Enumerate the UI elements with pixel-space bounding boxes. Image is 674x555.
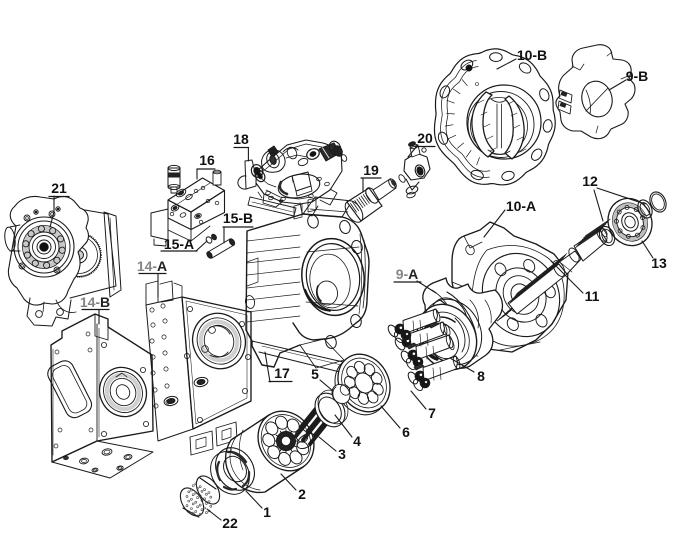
svg-text:21: 21 xyxy=(51,180,67,196)
svg-text:6: 6 xyxy=(402,424,410,440)
svg-text:1: 1 xyxy=(263,504,271,520)
svg-text:2: 2 xyxy=(298,486,306,502)
svg-text:8: 8 xyxy=(477,368,485,384)
svg-text:19: 19 xyxy=(363,162,379,178)
svg-text:22: 22 xyxy=(222,515,238,531)
svg-text:15-B: 15-B xyxy=(223,210,253,226)
svg-text:9-B: 9-B xyxy=(626,68,649,84)
svg-text:16: 16 xyxy=(199,152,215,168)
svg-text:18: 18 xyxy=(233,131,249,147)
svg-text:3: 3 xyxy=(338,446,346,462)
svg-text:5: 5 xyxy=(311,366,319,382)
svg-text:7: 7 xyxy=(428,405,436,421)
svg-text:20: 20 xyxy=(417,130,433,146)
svg-text:4: 4 xyxy=(353,433,361,449)
svg-text:14-B: 14-B xyxy=(80,294,110,310)
svg-text:11: 11 xyxy=(585,288,600,304)
svg-text:14-A: 14-A xyxy=(137,258,167,274)
svg-text:9-A: 9-A xyxy=(396,266,419,282)
svg-text:15-A: 15-A xyxy=(164,236,194,252)
svg-text:13: 13 xyxy=(651,255,667,271)
svg-text:10-B: 10-B xyxy=(517,47,547,63)
svg-text:17: 17 xyxy=(274,365,290,381)
svg-text:10-A: 10-A xyxy=(506,198,536,214)
svg-text:12: 12 xyxy=(582,173,598,189)
